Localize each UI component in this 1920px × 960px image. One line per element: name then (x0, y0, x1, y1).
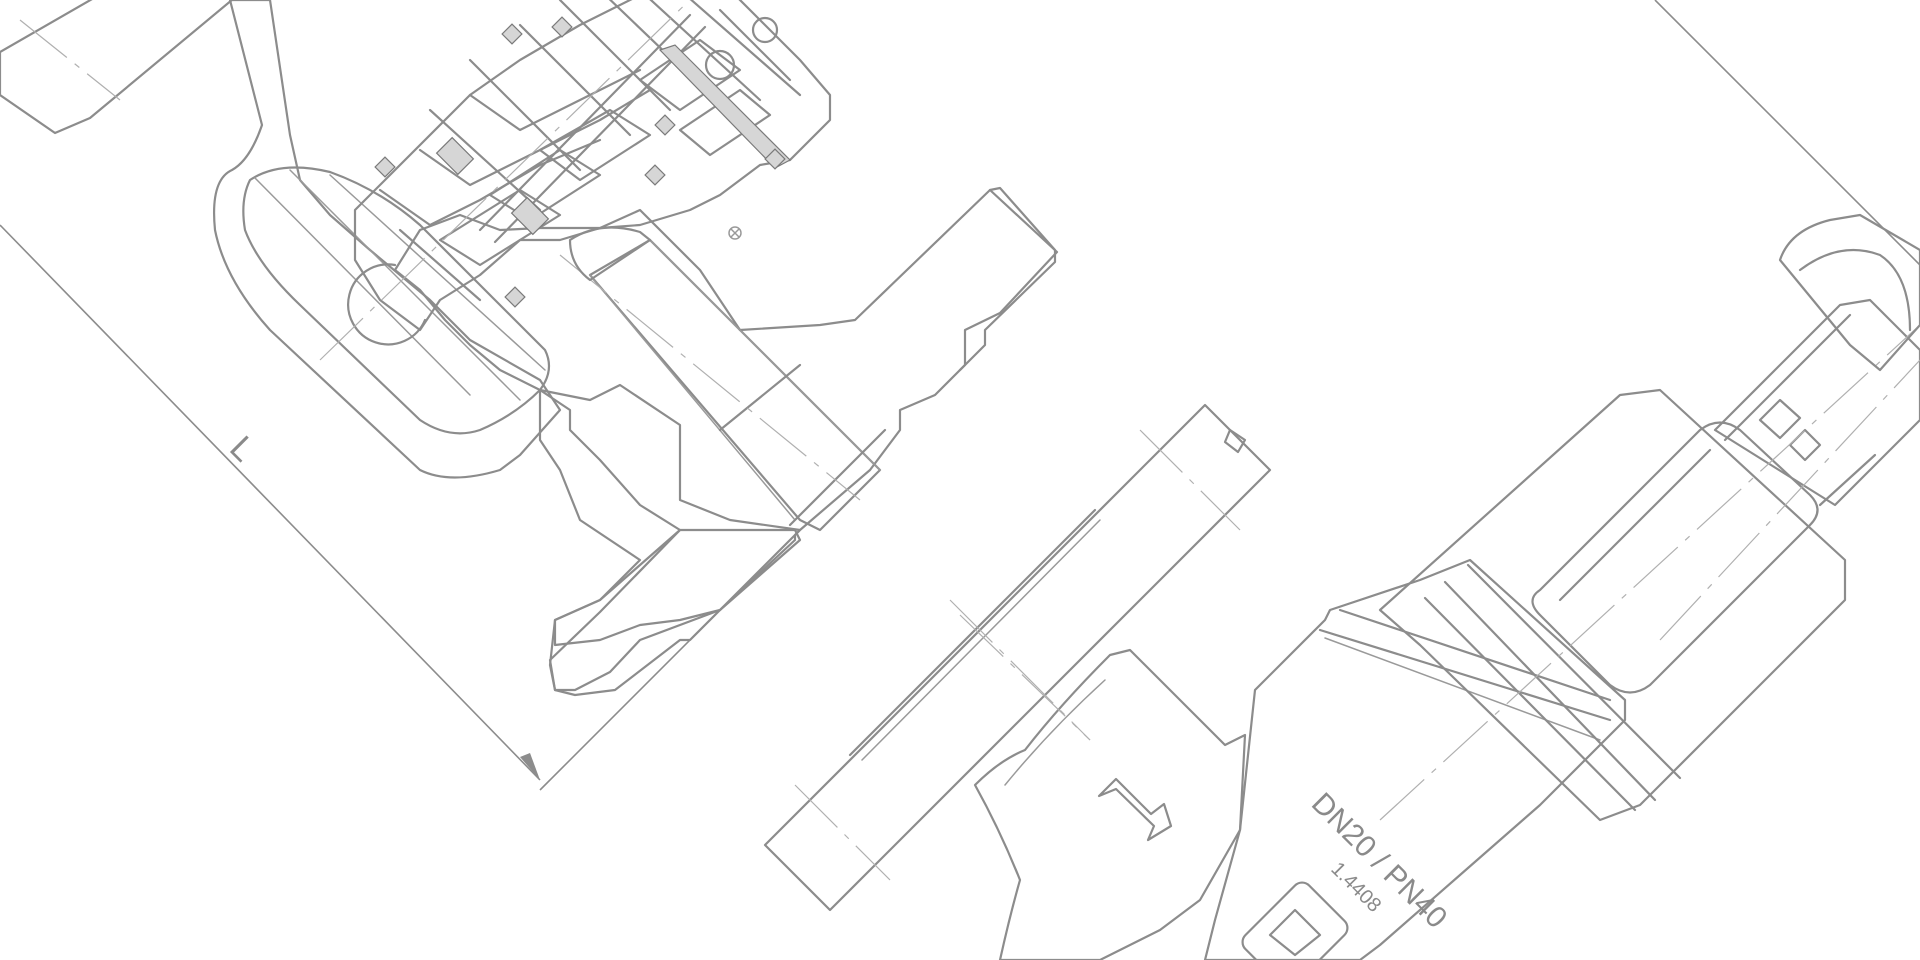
body-marking-size-pressure: DN20 / PN40 (1305, 787, 1453, 935)
manufacturer-logo-icon (1241, 881, 1349, 960)
dimension-label: L (222, 429, 262, 469)
length-dimension: L (0, 224, 716, 791)
external-view: DN20 / PN40 1.4408 (763, 213, 1920, 960)
bonnet-assembly (319, 0, 832, 361)
flow-direction-arrow-icon (1097, 777, 1173, 842)
sectional-view: L (0, 0, 1920, 791)
